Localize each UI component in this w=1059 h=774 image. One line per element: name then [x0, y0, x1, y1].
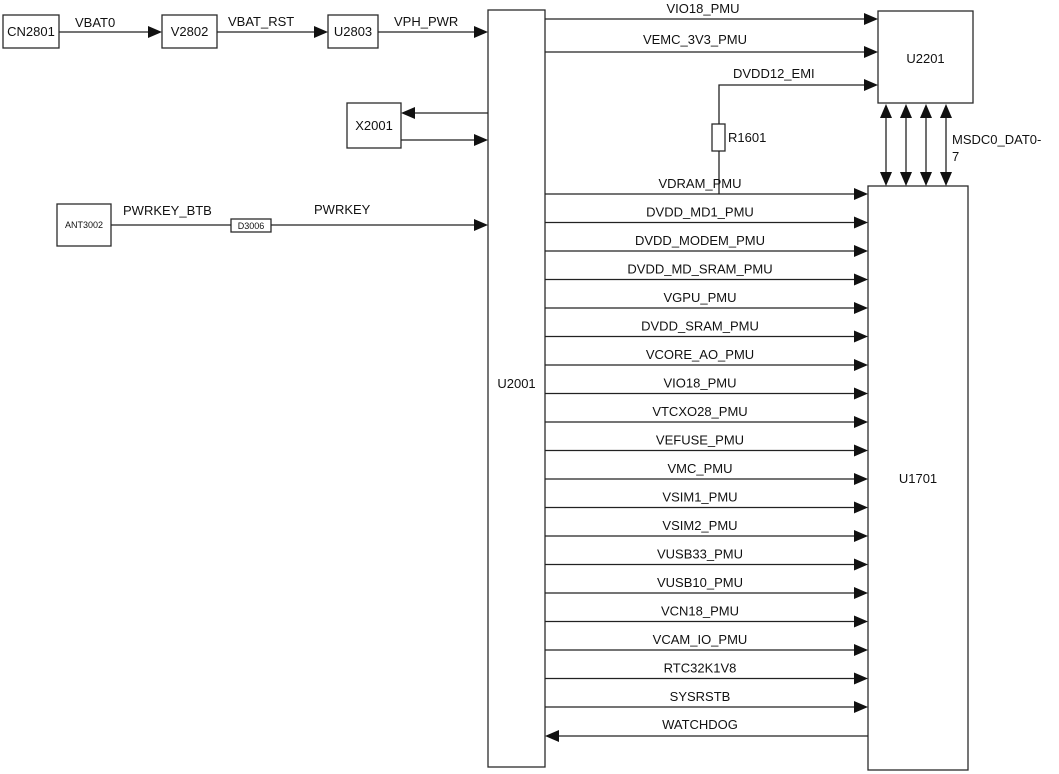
x2001-out-arrow — [401, 107, 415, 119]
bus-arrow-vefuse-pmu — [854, 444, 868, 457]
ant3002-block — [56, 203, 112, 247]
bus-label-vdram-pmu: VDRAM_PMU — [658, 176, 741, 191]
bus-label-sysrstb: SYSRSTB — [670, 689, 731, 704]
bus-arrow-vgpu-pmu — [854, 302, 868, 314]
vemc-label: VEMC_3V3_PMU — [643, 32, 747, 47]
bus-arrow-vusb33-pmu — [854, 558, 868, 571]
msdc-label-line2: 7 — [952, 149, 959, 164]
bus-arrow-dvdd-modem-pmu — [854, 245, 868, 257]
u2001-label: U2001 — [497, 376, 535, 391]
bus-label-rtc32k1v8: RTC32K1V8 — [664, 661, 737, 676]
vbat0-label: VBAT0 — [75, 15, 115, 30]
bus-label-vio18-pmu: VIO18_PMU — [664, 376, 737, 391]
bus-label-dvdd-md-sram-pmu: DVDD_MD_SRAM_PMU — [627, 262, 772, 277]
bus-arrow-vmc-pmu — [854, 473, 868, 485]
watchdog-label: WATCHDOG — [662, 717, 738, 732]
bus-arrow-dvdd-md1-pmu — [854, 216, 868, 229]
msdc-bus — [880, 104, 952, 186]
bus-arrow-vsim1-pmu — [854, 501, 868, 514]
u2201-label: U2201 — [906, 51, 944, 66]
bus-label-vsim1-pmu: VSIM1_PMU — [662, 490, 737, 505]
bus-arrow-vdram-pmu — [854, 188, 868, 200]
d3006-label: D3006 — [238, 221, 265, 231]
vemc-arrow — [864, 46, 878, 58]
dvdd12-upper-wire — [718, 84, 866, 124]
watchdog-arrow — [545, 730, 559, 742]
bus-arrow-vtcxo28-pmu — [854, 416, 868, 428]
vph-pwr-label: VPH_PWR — [394, 14, 458, 29]
bus-arrow-dvdd-sram-pmu — [854, 330, 868, 343]
bus-arrow-sysrstb — [854, 701, 868, 713]
x2001-label: X2001 — [355, 118, 393, 133]
vph-pwr-arrow — [474, 26, 488, 38]
cn2801-block — [2, 14, 60, 49]
v2802-label: V2802 — [171, 24, 209, 39]
vbat0-arrow — [148, 26, 162, 38]
bus-label-vtcxo28-pmu: VTCXO28_PMU — [652, 404, 747, 419]
bus-arrow-vcore-ao-pmu — [854, 359, 868, 371]
bus-label-dvdd-md1-pmu: DVDD_MD1_PMU — [646, 205, 754, 220]
u2001-block — [487, 9, 546, 768]
bus-arrow-rtc32k1v8 — [854, 672, 868, 685]
vbat-rst-label: VBAT_RST — [228, 14, 294, 29]
pwrkey-label: PWRKEY — [314, 202, 371, 217]
bus-label-vmc-pmu: VMC_PMU — [667, 461, 732, 476]
pwrkey-arrow — [474, 219, 488, 231]
bus-arrow-dvdd-md-sram-pmu — [854, 273, 868, 286]
pwrkey-btb-label: PWRKEY_BTB — [123, 203, 212, 218]
u2201-block — [877, 10, 974, 104]
v2802-block — [161, 14, 218, 49]
bus-label-vusb10-pmu: VUSB10_PMU — [657, 575, 743, 590]
msdc-label-line1: MSDC0_DAT0- — [952, 132, 1041, 147]
vio18-top-label: VIO18_PMU — [667, 1, 740, 16]
u2803-label: U2803 — [334, 24, 372, 39]
bus-label-vefuse-pmu: VEFUSE_PMU — [656, 433, 744, 448]
u1701-label: U1701 — [899, 471, 937, 486]
r1601-label: R1601 — [728, 130, 766, 145]
bus-label-dvdd-sram-pmu: DVDD_SRAM_PMU — [641, 319, 759, 334]
vbat-rst-arrow — [314, 26, 328, 38]
bus-label-vsim2-pmu: VSIM2_PMU — [662, 518, 737, 533]
ant3002-label: ANT3002 — [65, 220, 103, 230]
bus-arrow-vsim2-pmu — [854, 530, 868, 542]
dvdd12-label: DVDD12_EMI — [733, 66, 815, 81]
dvdd12-arrow — [864, 79, 878, 91]
bus-arrow-vusb10-pmu — [854, 587, 868, 599]
bus-label-vgpu-pmu: VGPU_PMU — [664, 290, 737, 305]
vio18-top-arrow — [864, 13, 878, 25]
power-bus: VDRAM_PMU DVDD_MD1_PMU DVDD_MODEM_PMU DVDD_… — [545, 176, 868, 713]
bus-arrow-vcam-io-pmu — [854, 644, 868, 656]
bus-arrow-vcn18-pmu — [854, 615, 868, 628]
x2001-block — [346, 102, 402, 149]
u1701-block — [867, 185, 969, 771]
u2803-block — [327, 14, 379, 49]
x2001-in-arrow — [474, 134, 488, 146]
cn2801-label: CN2801 — [7, 24, 55, 39]
bus-arrow-vio18-pmu — [854, 387, 868, 400]
bus-label-vcore-ao-pmu: VCORE_AO_PMU — [646, 347, 754, 362]
bus-label-vusb33-pmu: VUSB33_PMU — [657, 547, 743, 562]
bus-label-dvdd-modem-pmu: DVDD_MODEM_PMU — [635, 233, 765, 248]
bus-label-vcn18-pmu: VCN18_PMU — [661, 604, 739, 619]
bus-label-vcam-io-pmu: VCAM_IO_PMU — [653, 632, 748, 647]
r1601-resistor — [711, 123, 726, 152]
